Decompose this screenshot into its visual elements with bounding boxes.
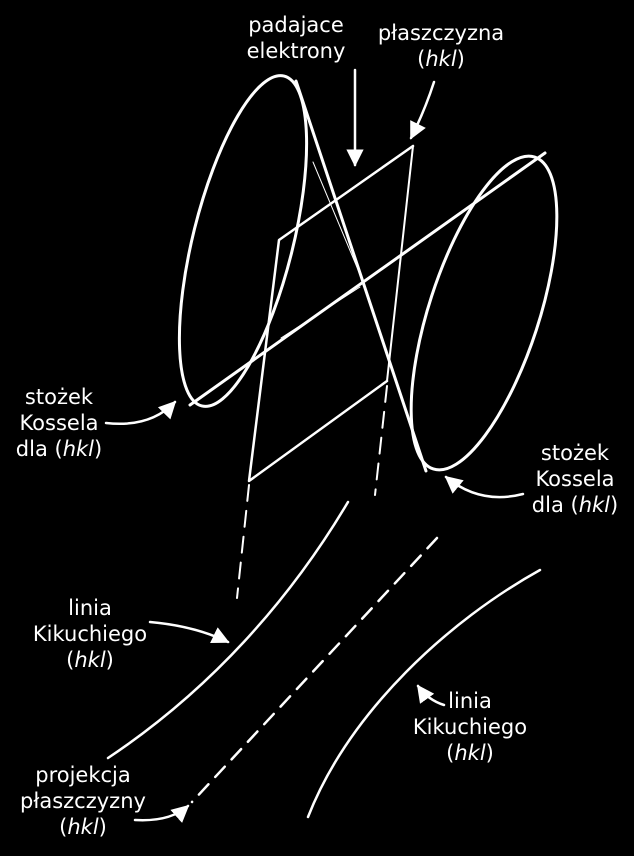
arrow-cone-right bbox=[444, 475, 525, 499]
arrow-projection bbox=[133, 804, 190, 824]
plane-line2: (hkl) bbox=[366, 46, 516, 72]
cone-left-line2: Kossela bbox=[19, 411, 99, 435]
arrow-kikuchi-left bbox=[148, 620, 230, 644]
kikuchi-line-right bbox=[306, 568, 542, 819]
paren-close: ) bbox=[456, 47, 465, 71]
arrow-kikuchi-right bbox=[416, 684, 446, 707]
incident-line1: padajace bbox=[248, 13, 344, 37]
hkl-text: hkl bbox=[425, 47, 457, 71]
kikuchi-line-left bbox=[106, 500, 350, 760]
kikuchi-right-line3: (hkl) bbox=[400, 740, 540, 766]
paren-close: ) bbox=[485, 741, 494, 765]
plane-projection-label: projekcja płaszczyzny (hkl) bbox=[8, 762, 158, 840]
cone-right-line1: stożek bbox=[540, 441, 610, 465]
kikuchi-line-left-label: linia Kikuchiego (hkl) bbox=[20, 595, 160, 673]
right-cone-ellipse bbox=[409, 154, 559, 472]
plane-dash-left bbox=[236, 484, 250, 599]
projection-line3: (hkl) bbox=[8, 814, 158, 840]
kikuchi-line-right-label: linia Kikuchiego (hkl) bbox=[400, 688, 540, 766]
incident-electrons-label: padajace elektrony bbox=[236, 12, 356, 64]
kikuchi-left-line1: linia bbox=[68, 596, 112, 620]
paren-open: ( bbox=[446, 741, 455, 765]
hkl-text: hkl bbox=[74, 648, 106, 672]
hkl-text: hkl bbox=[578, 493, 610, 517]
paren-close: ) bbox=[610, 493, 619, 517]
hkl-text: hkl bbox=[454, 741, 486, 765]
inner-line-2 bbox=[280, 286, 361, 339]
paren-close: ) bbox=[94, 437, 103, 461]
crystal-plane bbox=[247, 144, 415, 483]
kikuchi-right-line2: Kikuchiego bbox=[412, 715, 528, 739]
arrow-plane-label bbox=[409, 80, 436, 140]
kossel-cone-right-label: stożek Kossela dla (hkl) bbox=[516, 440, 634, 518]
hkl-text: hkl bbox=[67, 815, 99, 839]
left-cone-ellipse bbox=[177, 74, 309, 408]
cone-left-prefix: dla ( bbox=[15, 437, 63, 461]
kikuchi-left-line3: (hkl) bbox=[20, 647, 160, 673]
left-cone-bottom-generator bbox=[188, 151, 547, 407]
cone-right-line2: Kossela bbox=[535, 467, 615, 491]
plane-dash-right bbox=[374, 385, 388, 496]
inner-line-1 bbox=[312, 161, 365, 285]
projection-line2: płaszczyzny bbox=[20, 789, 146, 813]
cone-right-line3: dla (hkl) bbox=[516, 492, 634, 518]
cone-left-line1: stożek bbox=[24, 385, 94, 409]
cone-right-prefix: dla ( bbox=[531, 493, 579, 517]
hkl-text: hkl bbox=[62, 437, 94, 461]
kikuchi-left-line2: Kikuchiego bbox=[32, 622, 148, 646]
kikuchi-right-line1: linia bbox=[448, 689, 492, 713]
paren-open: ( bbox=[66, 648, 75, 672]
projection-line1: projekcja bbox=[35, 763, 131, 787]
paren-open: ( bbox=[417, 47, 426, 71]
plane-line1: płaszczyzna bbox=[377, 21, 505, 45]
paren-close: ) bbox=[105, 648, 114, 672]
plane-label: płaszczyzna (hkl) bbox=[366, 20, 516, 72]
cone-left-line3: dla (hkl) bbox=[0, 436, 118, 462]
paren-open: ( bbox=[59, 815, 68, 839]
plane-right-edge bbox=[386, 145, 414, 382]
kossel-cone-left-label: stożek Kossela dla (hkl) bbox=[0, 384, 118, 462]
plane-projection-dashed bbox=[190, 536, 439, 804]
paren-close: ) bbox=[98, 815, 107, 839]
incident-line2: elektrony bbox=[246, 39, 346, 63]
arrow-cone-left bbox=[104, 400, 177, 425]
